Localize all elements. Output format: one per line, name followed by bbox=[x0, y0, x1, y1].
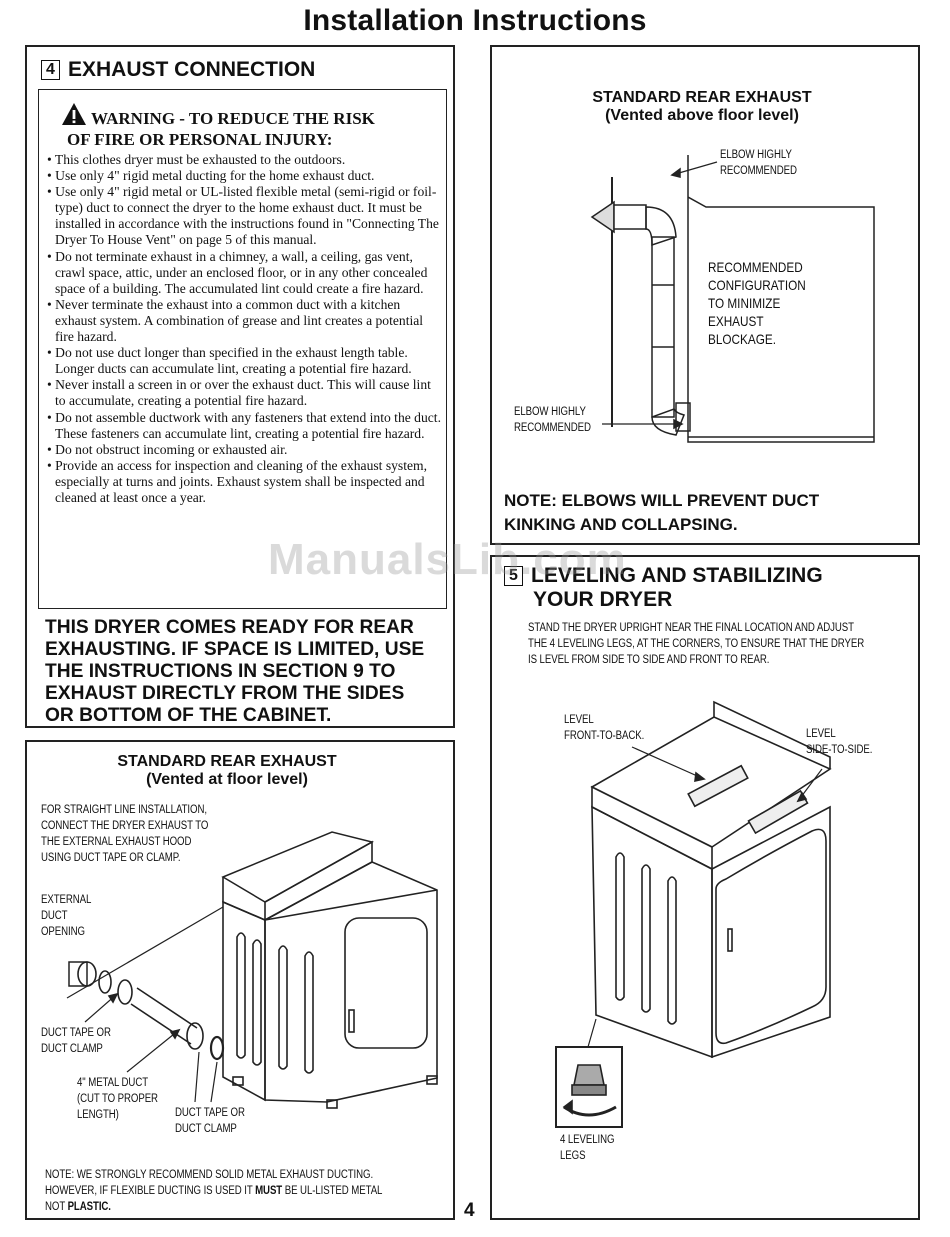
label-level-front-to-back: LEVEL FRONT-TO-BACK. bbox=[564, 714, 645, 742]
warning-triangle-icon bbox=[62, 103, 86, 125]
list-item: Use only 4" rigid metal ducting for the … bbox=[45, 168, 441, 184]
section-title-line2: YOUR DRYER bbox=[533, 588, 673, 611]
figure-rear-exhaust-floor: STANDARD REAR EXHAUST (Vented at floor l… bbox=[25, 740, 455, 1220]
figure-title: STANDARD REAR EXHAUST (Vented above floo… bbox=[592, 89, 812, 124]
list-item: This clothes dryer must be exhausted to … bbox=[45, 152, 441, 168]
section-leveling: 5 LEVELING AND STABILIZING YOUR DRYER STA… bbox=[490, 555, 920, 1220]
list-item: Never install a screen in or over the ex… bbox=[45, 377, 441, 409]
figure-note: NOTE: WE STRONGLY RECOMMEND SOLID METAL … bbox=[45, 1169, 383, 1213]
watermark: ManualsLib.com bbox=[268, 535, 627, 584]
label-external-duct-opening: EXTERNAL DUCT OPENING bbox=[41, 894, 92, 938]
label-metal-duct: 4" METAL DUCT (CUT TO PROPER LENGTH) bbox=[77, 1077, 158, 1121]
dryer-leveling-illustration bbox=[555, 700, 832, 1128]
label-duct-tape-1: DUCT TAPE OR DUCT CLAMP bbox=[41, 1027, 111, 1055]
rear-exhaust-note: THIS DRYER COMES READY FOR REAR EXHAUSTI… bbox=[45, 617, 425, 726]
label-elbow-bottom: ELBOW HIGHLY RECOMMENDED bbox=[514, 406, 591, 434]
label-recommended-configuration: RECOMMENDED CONFIGURATION TO MINIMIZE EX… bbox=[708, 259, 806, 347]
section-number: 5 bbox=[504, 566, 523, 586]
figure-instructions: FOR STRAIGHT LINE INSTALLATION, CONNECT … bbox=[41, 804, 209, 864]
label-elbow-top: ELBOW HIGHLY RECOMMENDED bbox=[720, 149, 797, 177]
page-number: 4 bbox=[464, 1200, 475, 1221]
section-instructions: STAND THE DRYER UPRIGHT NEAR THE FINAL L… bbox=[528, 622, 865, 666]
warning-title-line2: OF FIRE OR PERSONAL INJURY: bbox=[67, 130, 333, 149]
dryer-above-floor-illustration bbox=[590, 155, 875, 443]
list-item: Do not terminate exhaust in a chimney, a… bbox=[45, 249, 441, 297]
list-item: Do not assemble ductwork with any fasten… bbox=[45, 410, 441, 442]
list-item: Do not use duct longer than specified in… bbox=[45, 345, 441, 377]
warning-list: This clothes dryer must be exhausted to … bbox=[45, 152, 441, 506]
section-heading: 4 EXHAUST CONNECTION bbox=[41, 58, 315, 82]
section-heading: 5 LEVELING AND STABILIZING YOUR DRYER bbox=[504, 564, 823, 612]
section-exhaust-connection: 4 EXHAUST CONNECTION WARNING - TO REDUCE … bbox=[25, 45, 455, 728]
section-number: 4 bbox=[41, 60, 60, 80]
label-leveling-legs: 4 LEVELING LEGS bbox=[560, 1134, 615, 1162]
warning-box: WARNING - TO REDUCE THE RISK OF FIRE OR … bbox=[38, 89, 447, 609]
list-item: Provide an access for inspection and cle… bbox=[45, 458, 441, 506]
figure-rear-exhaust-above-floor: STANDARD REAR EXHAUST (Vented above floo… bbox=[490, 45, 920, 545]
section-title: EXHAUST CONNECTION bbox=[68, 58, 316, 81]
list-item: Use only 4" rigid metal or UL-listed fle… bbox=[45, 184, 441, 248]
list-item: Do not obstruct incoming or exhausted ai… bbox=[45, 442, 441, 458]
label-duct-tape-2: DUCT TAPE OR DUCT CLAMP bbox=[175, 1107, 245, 1135]
section-title-line1: LEVELING AND STABILIZING bbox=[531, 564, 823, 587]
figure-note: NOTE: ELBOWS WILL PREVENT DUCT KINKING A… bbox=[504, 491, 820, 534]
dryer-floor-vent-illustration bbox=[66, 831, 438, 1109]
warning-title-line1: WARNING - TO REDUCE THE RISK bbox=[91, 109, 375, 128]
list-item: Never terminate the exhaust into a commo… bbox=[45, 297, 441, 345]
figure-title: STANDARD REAR EXHAUST (Vented at floor l… bbox=[117, 753, 337, 788]
page-title: Installation Instructions bbox=[303, 4, 647, 37]
